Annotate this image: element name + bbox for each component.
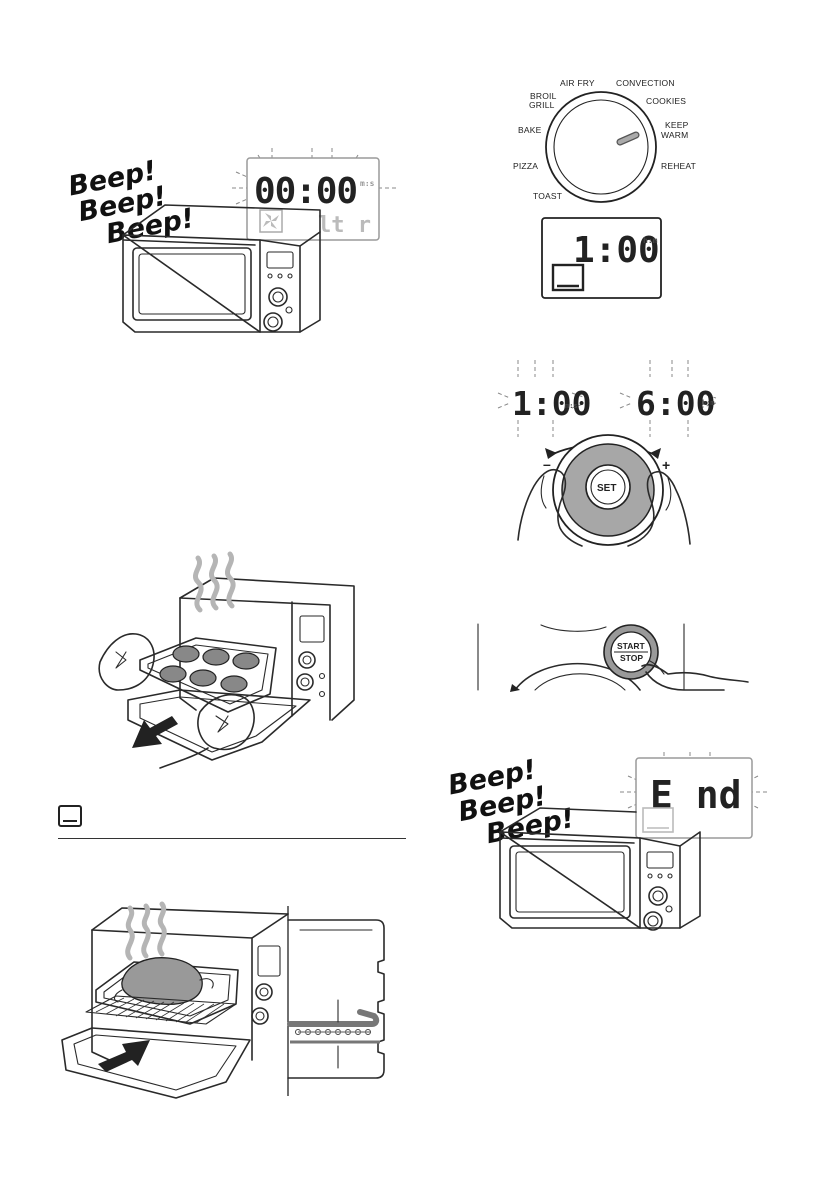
display-text: E nd	[650, 773, 742, 817]
